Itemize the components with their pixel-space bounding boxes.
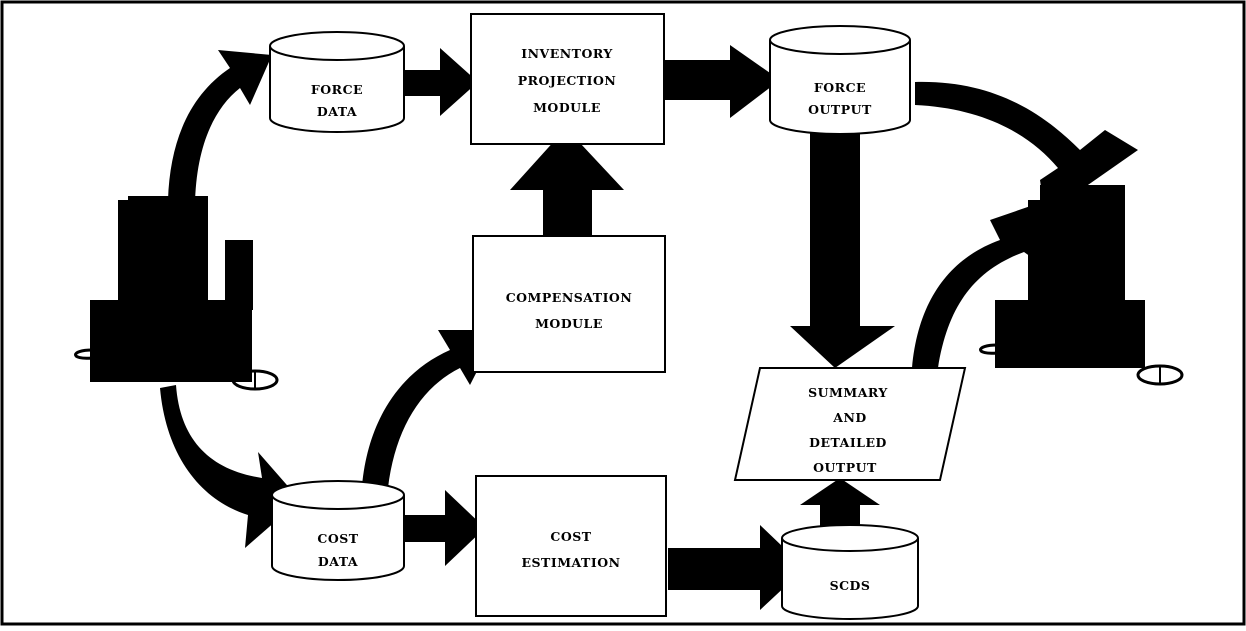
node-label: DATA bbox=[317, 104, 357, 119]
node-label: MODULE bbox=[533, 100, 601, 115]
node-compensation-module: COMPENSATION MODULE bbox=[472, 235, 666, 373]
node-label: MODULE bbox=[535, 316, 603, 331]
node-label: DETAILED bbox=[809, 435, 887, 450]
node-scds: SCDS bbox=[781, 524, 919, 620]
node-label: FORCE bbox=[814, 80, 866, 95]
node-label: SCDS bbox=[830, 578, 871, 593]
node-force-data: FORCE DATA bbox=[269, 31, 405, 133]
node-label: COMPENSATION bbox=[506, 290, 633, 305]
node-label: COST bbox=[317, 531, 358, 546]
arrow-compensation-to-inventory bbox=[510, 128, 624, 236]
arrow-cost-data-to-compensation bbox=[362, 330, 498, 488]
node-label: AND bbox=[832, 410, 866, 425]
arrow-inventory-to-force-output bbox=[662, 45, 780, 118]
node-label: INVENTORY bbox=[521, 46, 613, 61]
node-cost-estimation: COST ESTIMATION bbox=[475, 475, 667, 617]
arrow-cost-estimation-to-scds bbox=[668, 525, 805, 610]
arrow-force-output-to-right-computer bbox=[915, 81, 1138, 215]
arrow-scds-to-summary bbox=[800, 478, 880, 535]
node-label: FORCE bbox=[311, 82, 363, 97]
node-force-output: FORCE OUTPUT bbox=[769, 25, 911, 135]
arrow-computer-to-force-data bbox=[168, 50, 272, 205]
arrow-cost-data-to-cost-estimation bbox=[405, 490, 485, 566]
node-label: ESTIMATION bbox=[521, 555, 620, 570]
node-label: OUTPUT bbox=[808, 102, 872, 117]
arrow-computer-to-cost-data bbox=[160, 385, 300, 548]
arrow-summary-to-right-computer bbox=[912, 200, 1048, 368]
arrow-force-output-to-summary bbox=[790, 128, 895, 368]
node-summary-detailed-output: SUMMARY AND DETAILED OUTPUT bbox=[733, 367, 967, 481]
node-label: OUTPUT bbox=[813, 460, 877, 475]
node-label: DATA bbox=[318, 554, 358, 569]
desktop-computer-icon bbox=[979, 185, 1184, 386]
node-inventory-projection-module: INVENTORY PROJECTION MODULE bbox=[470, 13, 665, 145]
arrow-force-data-to-inventory bbox=[405, 48, 478, 116]
node-cost-data: COST DATA bbox=[271, 480, 405, 581]
node-label: COST bbox=[550, 529, 591, 544]
arrows bbox=[160, 45, 1138, 610]
node-label: PROJECTION bbox=[518, 73, 617, 88]
node-label: SUMMARY bbox=[808, 385, 888, 400]
desktop-computer-icon bbox=[74, 196, 279, 391]
